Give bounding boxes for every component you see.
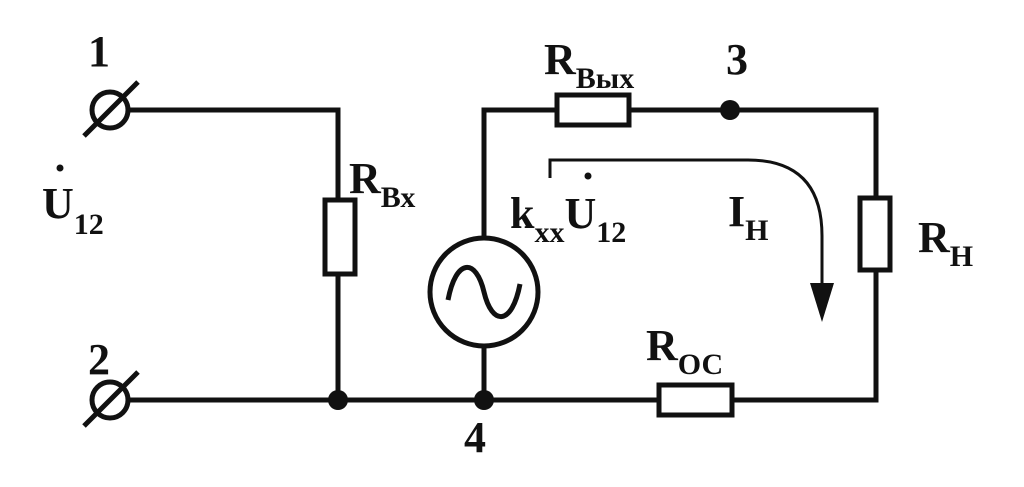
node-label-2: 2 [88,335,110,384]
load-current-sub: Н [745,214,768,247]
wires [127,107,879,403]
current-arrow-head [810,283,834,322]
source-u-sub: 12 [596,216,626,249]
resistor-r-in [322,197,358,277]
r-load-main: R [918,213,951,262]
ac-voltage-source [427,235,541,349]
resistor-r-load [857,195,893,273]
source-u: U [564,189,596,238]
terminal-2-slash [82,370,140,428]
node-label-3: 3 [726,35,748,84]
input-voltage-sub: 12 [74,208,104,241]
r-fb-main: R [646,321,679,370]
terminal-2 [82,370,140,428]
node-label-4: 4 [464,413,486,462]
r-out-main: R [544,35,577,84]
r-load-sub: Н [950,240,973,273]
svg-text:U12: U12 [42,179,104,241]
phasor-dot-input [56,164,64,172]
phasor-dot-source [584,172,592,180]
sine-wave-icon [445,265,523,319]
load-current-arrow [548,158,834,322]
r-in-label: RВх [349,154,415,214]
input-voltage-main: U [42,179,74,228]
r-out-label: RВых [544,35,634,95]
source-k: k [510,189,535,238]
junction-rin-bottom [328,390,348,410]
terminal-1 [82,80,140,138]
junction-node-4 [474,390,494,410]
svg-text:kххU12: kххU12 [510,189,626,249]
input-voltage-label: U12 [42,164,104,241]
r-out-sub: Вых [576,62,634,95]
r-load-label: RН [918,213,973,273]
r-in-sub: Вх [381,181,416,214]
r-fb-sub: ОС [678,348,723,381]
source-label: kххU12 [510,172,626,249]
r-in-main: R [349,154,382,203]
r-fb-label: RОС [646,321,723,381]
node-label-1: 1 [88,27,110,76]
source-k-sub: хх [534,216,564,249]
junction-node-3 [720,100,740,120]
current-arrow-path [548,158,824,290]
resistor-r-out [554,92,632,128]
load-current-label: IН [728,187,768,247]
load-current-main: I [728,187,745,236]
terminal-1-slash [82,80,140,138]
resistor-r-fb [656,382,735,418]
